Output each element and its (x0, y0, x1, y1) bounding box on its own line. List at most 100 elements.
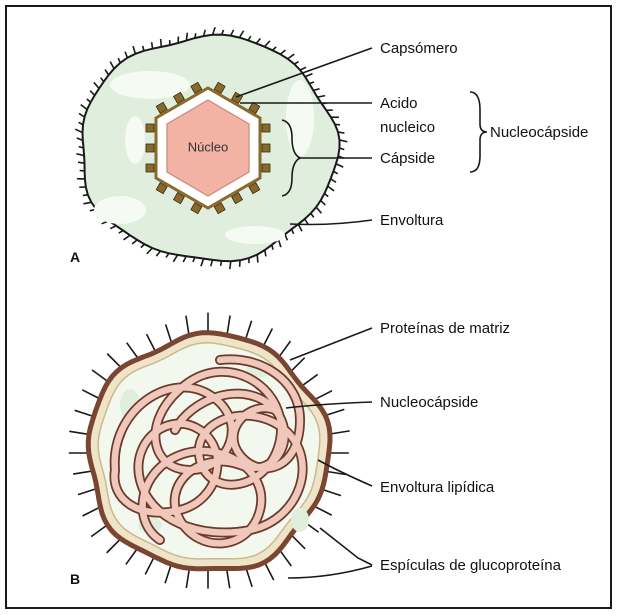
envelope-spike (132, 240, 137, 244)
envelope-spike (336, 164, 343, 167)
envelope-spike (321, 200, 326, 205)
glycoprotein-spike (291, 535, 305, 549)
panel-b: Proteínas de matriz Nucleocápside Envolt… (69, 313, 562, 589)
envelope-spike (133, 46, 135, 54)
glycoprotein-spike (145, 557, 154, 575)
envelope-spike (230, 261, 231, 269)
envelope-spike (105, 70, 109, 75)
glycoprotein-spike (227, 315, 230, 335)
envelope-spike (221, 261, 222, 266)
envelope-spike (87, 99, 91, 102)
envoltura-lipidica-label: Envoltura lipídica (380, 479, 495, 496)
envelope-spike (257, 255, 258, 263)
envelope-spike (300, 67, 306, 70)
glycoprotein-spike (78, 488, 97, 494)
glycoprotein-spike (291, 358, 305, 372)
envelope-spike (78, 162, 84, 163)
envelope-spike (285, 234, 287, 240)
envelope-spike (201, 259, 204, 267)
envelope-spike (186, 33, 187, 41)
nucleocapside-label-a: Nucleocápside (490, 124, 588, 141)
glycoprotein-spike (126, 548, 138, 564)
envelope-spike (83, 195, 88, 196)
glycoprotein-spike (314, 506, 332, 515)
envelope-spike (256, 38, 260, 43)
glycoprotein-spike (83, 507, 101, 516)
envelope-spike (118, 58, 120, 63)
envelope-spike (79, 122, 83, 124)
capside-label: Cápside (380, 150, 435, 167)
envelope-spike (161, 39, 162, 47)
envelope-spike (81, 105, 87, 110)
nucleus-label: Núcleo (188, 139, 228, 154)
glycoprotein-spike (166, 324, 172, 343)
glycoprotein-spike (147, 334, 156, 352)
glycoprotein-spike (279, 341, 291, 357)
capsomere (146, 124, 154, 132)
envelope-spike (125, 52, 127, 58)
glycoprotein-spike (73, 471, 93, 474)
glycoprotein-spike (107, 354, 121, 368)
envelope-spike (305, 74, 312, 77)
proteinas-label: Proteínas de matriz (380, 320, 510, 337)
envelope-spike (156, 251, 160, 256)
envelope-spike (75, 129, 82, 132)
envelope-spike (211, 260, 213, 266)
glycoprotein-spike (245, 321, 251, 340)
envelope-spike (338, 132, 344, 133)
envelope-spike (124, 235, 131, 240)
glycoprotein-spike (314, 391, 332, 400)
envelope-spike (231, 30, 234, 36)
glycoprotein-spike (263, 328, 272, 346)
glycoprotein-spike (186, 316, 189, 336)
envelope-spike (147, 248, 152, 254)
envelope-spike (195, 33, 196, 38)
envelope-spike (143, 46, 144, 51)
capsomere (146, 164, 154, 172)
envelope-spike (76, 154, 84, 156)
envelope-spike (340, 140, 348, 142)
capsomere (262, 144, 270, 152)
glycoprotein-spike (265, 562, 274, 580)
envelope-spike (313, 89, 319, 91)
envoltura-label: Envoltura (380, 212, 444, 229)
envelope-spike (288, 54, 295, 59)
envelope-spike (83, 202, 91, 204)
glycoprotein-spike (246, 568, 252, 587)
envelope-spike (264, 41, 269, 47)
glycoprotein-spike (92, 370, 108, 382)
glycoprotein-spike (322, 489, 341, 495)
envelope-spike (294, 62, 298, 65)
acido-label-line2: nucleico (380, 119, 435, 136)
envelope-spike (141, 244, 145, 247)
glycoprotein-spike (82, 390, 100, 399)
envelope-spike (272, 245, 273, 250)
envelope-spike (333, 171, 337, 173)
envelope-spike (280, 50, 285, 54)
glycoprotein-spike (107, 539, 121, 553)
glycoprotein-spike (227, 569, 230, 589)
glycoprotein-spike (127, 343, 139, 359)
envelope-spike (311, 213, 314, 217)
envelope-spike (101, 78, 104, 82)
envelope-spike (316, 207, 321, 213)
capsomere (146, 144, 154, 152)
envelope-spike (90, 91, 95, 96)
envelope-spike (331, 179, 336, 183)
glycoprotein-spike (69, 431, 89, 434)
envelope-spike (324, 193, 328, 196)
glycoprotein-spike (330, 431, 350, 434)
envelope-spike (328, 186, 334, 191)
envelope-spike (152, 42, 153, 48)
glycoprotein-spike (280, 550, 292, 566)
glycoprotein-spike (186, 568, 189, 588)
panel-a-letter: A (70, 249, 80, 265)
acido-label-line1: Acido (380, 95, 418, 112)
envelope-spike (292, 229, 294, 234)
capsomero-label: Capsómero (380, 40, 458, 57)
envelope-spike (183, 256, 186, 262)
envelope-spike (309, 82, 314, 84)
panel-a: Núcleo Capsómero Acido nucleico Cápside … (70, 27, 588, 269)
glycoprotein-spike (325, 409, 344, 415)
